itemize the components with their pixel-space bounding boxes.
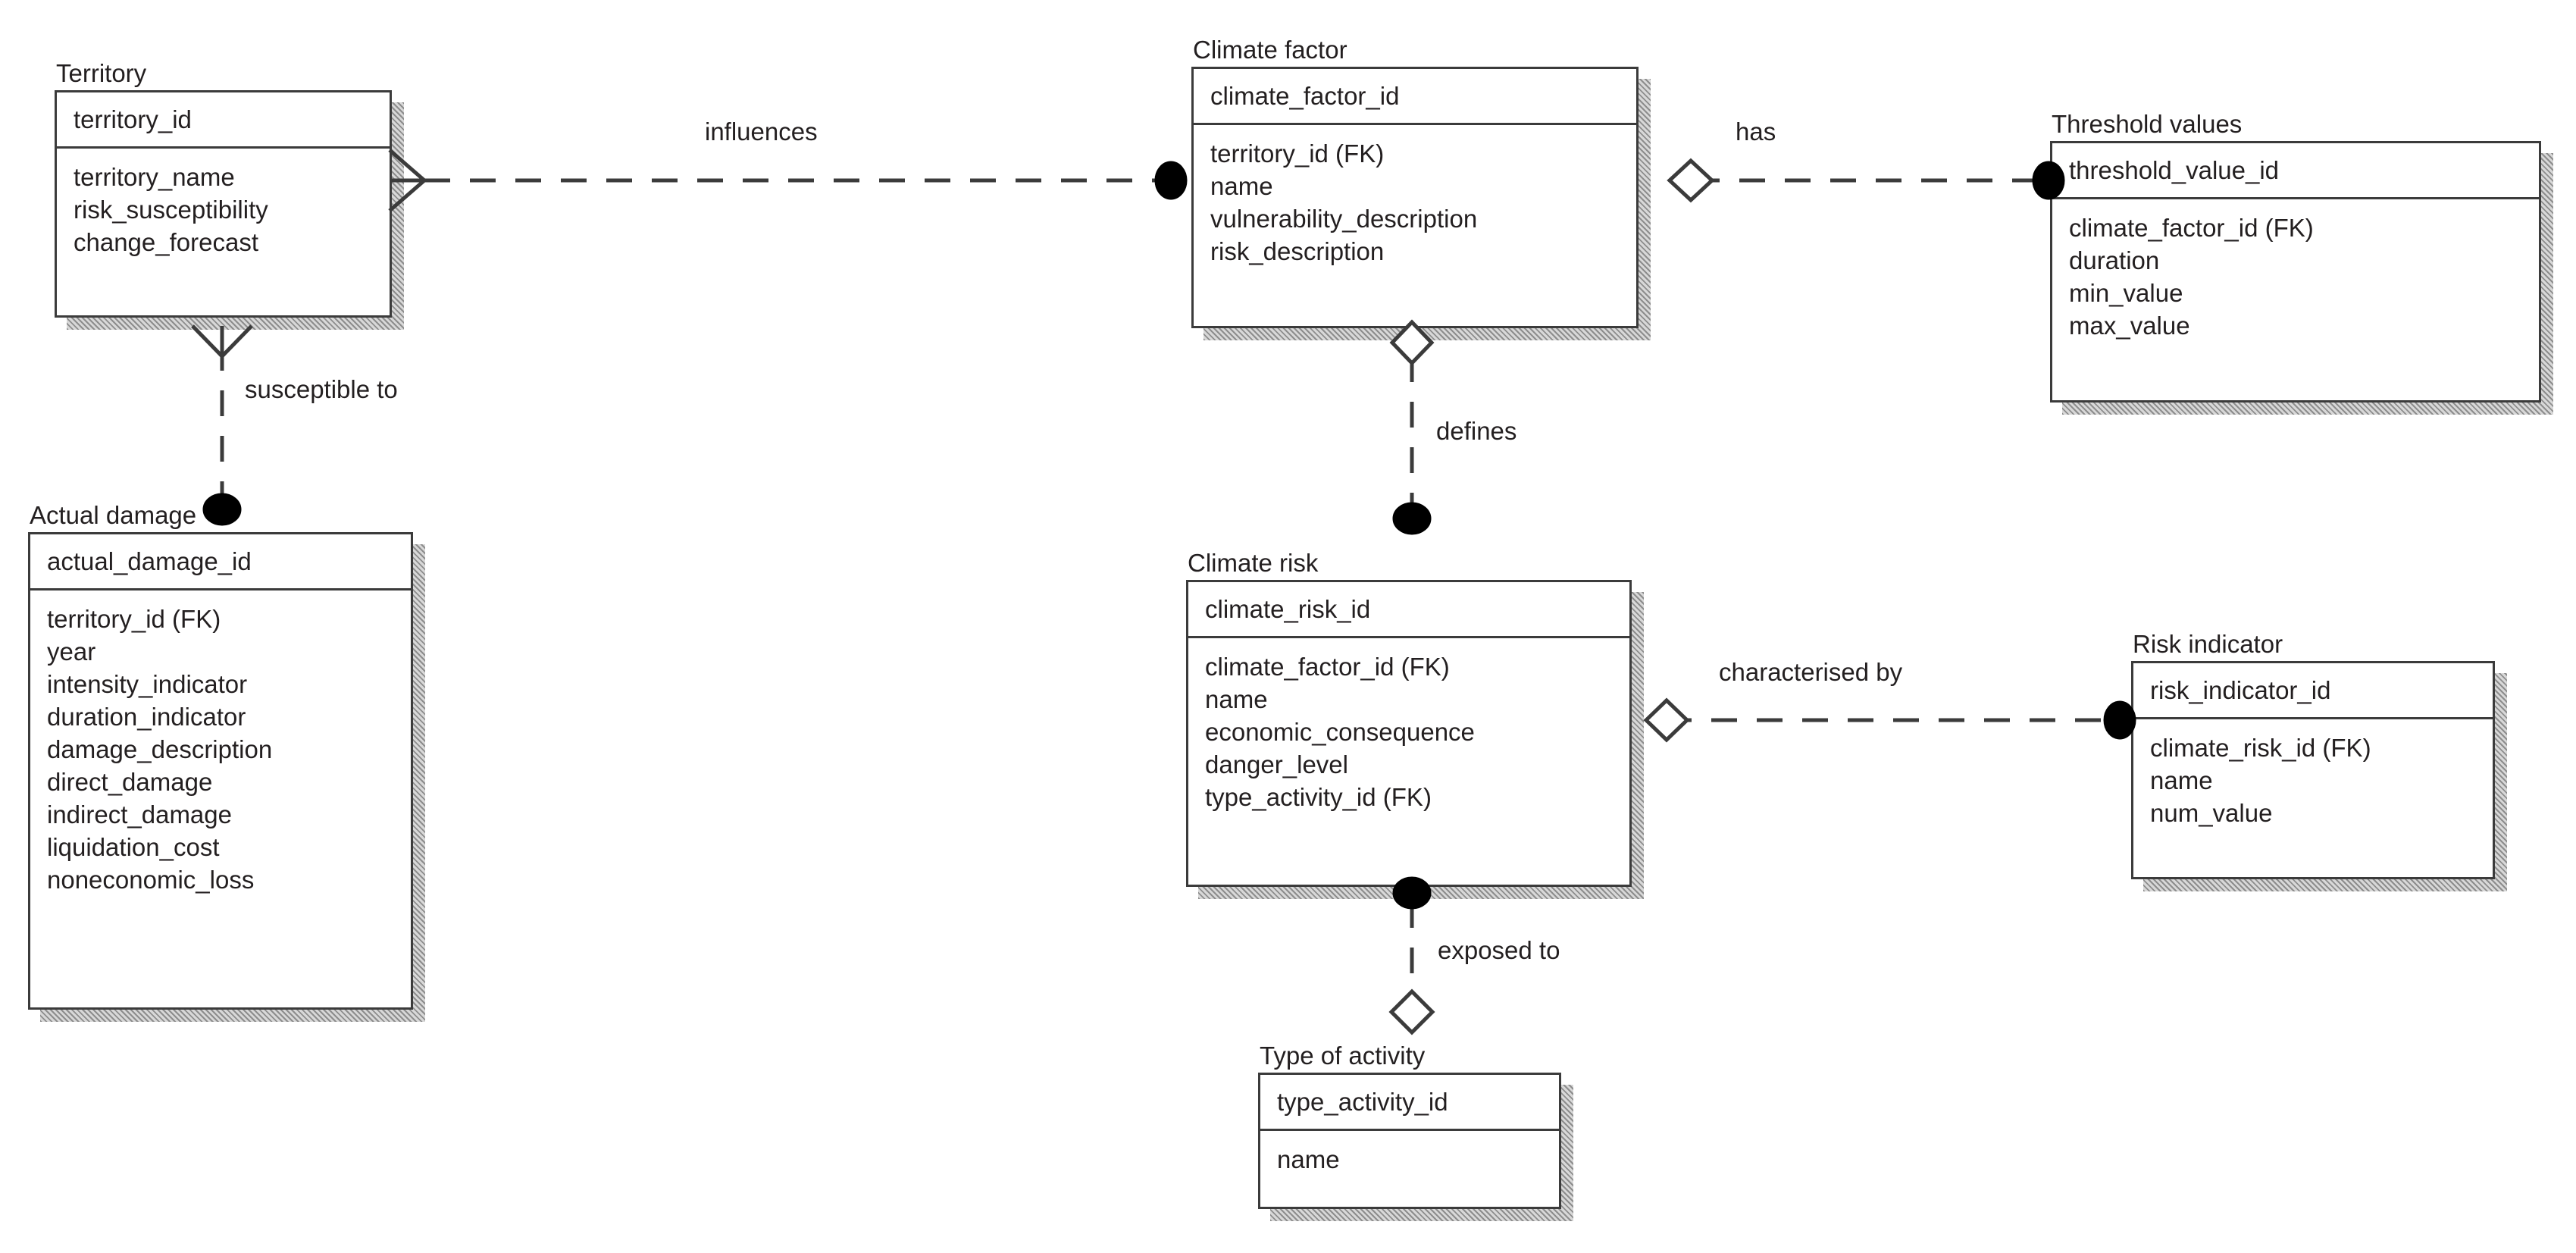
attribute-pk: type_activity_id	[1277, 1088, 1448, 1116]
attribute-section: territory_id (FK) name vulnerability_des…	[1194, 125, 1636, 326]
pk-section: type_activity_id	[1260, 1075, 1559, 1131]
attribute-row: year	[47, 637, 96, 666]
entity-body-territory: territory_id territory_name risk_suscept…	[55, 90, 392, 318]
attribute-row: max_value	[2069, 312, 2190, 340]
attribute-pk: territory_id	[74, 105, 192, 133]
relationship-label-characterised-by: characterised by	[1719, 658, 1903, 686]
entity-threshold-values[interactable]: Threshold values threshold_value_id clim…	[2050, 110, 2553, 415]
attribute-row: direct_damage	[47, 768, 213, 796]
entity-title-risk-indicator: Risk indicator	[2133, 630, 2283, 658]
attribute-section: climate_factor_id (FK) duration min_valu…	[2052, 199, 2539, 400]
attribute-row: vulnerability_description	[1210, 205, 1478, 233]
connector-susceptible-to	[191, 324, 253, 526]
entity-climate-factor[interactable]: Climate factor climate_factor_id territo…	[1191, 36, 1651, 340]
attribute-pk: climate_factor_id	[1210, 82, 1400, 110]
relationship-label-has: has	[1736, 117, 1776, 146]
entity-type-of-activity[interactable]: Type of activity type_activity_id name	[1258, 1042, 1573, 1221]
attribute-section: territory_name risk_susceptibility chang…	[57, 149, 390, 315]
attribute-row: type_activity_id (FK)	[1205, 783, 1432, 811]
entity-actual-damage[interactable]: Actual damage actual_damage_id territory…	[28, 501, 425, 1022]
entity-body-threshold-values: threshold_value_id climate_factor_id (FK…	[2050, 141, 2541, 403]
connector-influences	[388, 149, 1188, 212]
entity-territory[interactable]: Territory territory_id territory_name ri…	[55, 59, 404, 330]
relationship-label-susceptible-to: susceptible to	[245, 375, 398, 403]
entity-title-climate-factor: Climate factor	[1193, 36, 1347, 64]
attribute-pk: actual_damage_id	[47, 547, 252, 575]
pk-section: risk_indicator_id	[2133, 663, 2493, 719]
pk-section: territory_id	[57, 92, 390, 149]
entity-title-climate-risk: Climate risk	[1188, 549, 1319, 577]
attribute-section: climate_risk_id (FK) name num_value	[2133, 719, 2493, 877]
attribute-pk: threshold_value_id	[2069, 156, 2280, 184]
entity-climate-risk[interactable]: Climate risk climate_risk_id climate_fac…	[1186, 549, 1644, 899]
attribute-row: duration	[2069, 246, 2160, 274]
attribute-row: climate_factor_id (FK)	[2069, 214, 2314, 242]
attribute-row: change_forecast	[74, 228, 259, 256]
attribute-row: territory_id (FK)	[1210, 139, 1385, 168]
entity-body-climate-risk: climate_risk_id climate_factor_id (FK) n…	[1186, 580, 1632, 887]
relationship-label-exposed-to: exposed to	[1438, 936, 1560, 964]
connector-characterised-by	[1643, 697, 2136, 743]
attribute-row: territory_id (FK)	[47, 605, 221, 633]
attribute-row: liquidation_cost	[47, 833, 220, 861]
relationship-label-influences: influences	[705, 117, 818, 146]
entity-body-climate-factor: climate_factor_id territory_id (FK) name…	[1191, 67, 1639, 328]
entity-title-threshold-values: Threshold values	[2052, 110, 2243, 138]
entity-title-actual-damage: Actual damage	[30, 501, 197, 529]
attribute-pk: risk_indicator_id	[2150, 676, 2331, 704]
attribute-row: noneconomic_loss	[47, 866, 255, 894]
attribute-row: name	[1210, 172, 1273, 200]
entity-body-risk-indicator: risk_indicator_id climate_risk_id (FK) n…	[2131, 661, 2495, 879]
entity-body-actual-damage: actual_damage_id territory_id (FK) year …	[28, 532, 413, 1010]
connector-defines	[1389, 319, 1435, 535]
attribute-row: territory_name	[74, 163, 235, 191]
attribute-row: risk_susceptibility	[74, 196, 268, 224]
attribute-row: duration_indicator	[47, 703, 246, 731]
entity-title-territory: Territory	[56, 59, 147, 87]
attribute-row: name	[1277, 1145, 1340, 1173]
attribute-row: name	[1205, 685, 1268, 713]
attribute-section: name	[1260, 1131, 1559, 1207]
pk-section: climate_factor_id	[1194, 69, 1636, 125]
pk-section: climate_risk_id	[1188, 582, 1629, 638]
attribute-row: danger_level	[1205, 750, 1348, 778]
attribute-row: indirect_damage	[47, 800, 232, 829]
attribute-row: climate_factor_id (FK)	[1205, 653, 1450, 681]
attribute-pk: climate_risk_id	[1205, 595, 1371, 623]
connector-exposed-to	[1388, 876, 1435, 1035]
attribute-row: num_value	[2150, 799, 2273, 827]
attribute-row: intensity_indicator	[47, 670, 248, 698]
attribute-row: min_value	[2069, 279, 2183, 307]
pk-section: threshold_value_id	[2052, 143, 2539, 199]
attribute-row: risk_description	[1210, 237, 1385, 265]
attribute-row: name	[2150, 766, 2213, 794]
pk-section: actual_damage_id	[30, 534, 411, 590]
entity-body-type-of-activity: type_activity_id name	[1258, 1073, 1561, 1209]
entity-title-type-of-activity: Type of activity	[1260, 1042, 1426, 1070]
attribute-row: economic_consequence	[1205, 718, 1475, 746]
relationship-label-defines: defines	[1436, 417, 1517, 445]
attribute-row: damage_description	[47, 735, 273, 763]
connector-has	[1667, 158, 2065, 203]
attribute-section: territory_id (FK) year intensity_indicat…	[30, 590, 411, 1007]
attribute-section: climate_factor_id (FK) name economic_con…	[1188, 638, 1629, 885]
entity-risk-indicator[interactable]: Risk indicator risk_indicator_id climate…	[2131, 630, 2507, 891]
attribute-row: climate_risk_id (FK)	[2150, 734, 2371, 762]
